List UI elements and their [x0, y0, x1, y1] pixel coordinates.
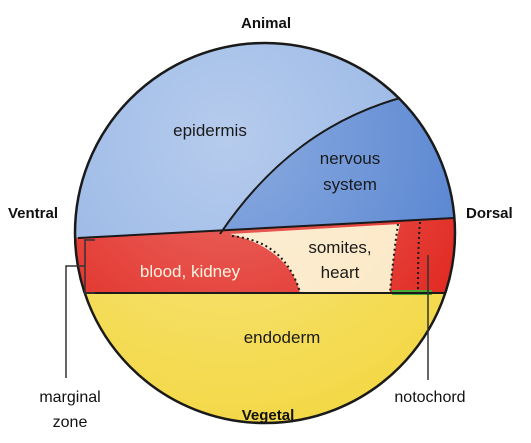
dorsal-label: Dorsal: [466, 205, 513, 222]
nervous-system-label-1: nervous: [320, 149, 380, 168]
epidermis-label: epidermis: [173, 121, 247, 140]
marginal-zone-label-1: marginal: [39, 389, 100, 406]
vegetal-pole-label: Vegetal: [242, 407, 295, 424]
somites-heart-label-2: heart: [321, 263, 360, 282]
blood-kidney-label: blood, kidney: [140, 262, 241, 281]
endoderm-label: endoderm: [244, 328, 321, 347]
animal-pole-label: Animal: [241, 15, 291, 32]
ventral-label: Ventral: [8, 205, 58, 222]
somites-heart-label-1: somites,: [308, 238, 371, 257]
marginal-zone-label-2: zone: [53, 414, 88, 431]
notochord-label: notochord: [394, 389, 465, 406]
nervous-system-label-2: system: [323, 175, 377, 194]
